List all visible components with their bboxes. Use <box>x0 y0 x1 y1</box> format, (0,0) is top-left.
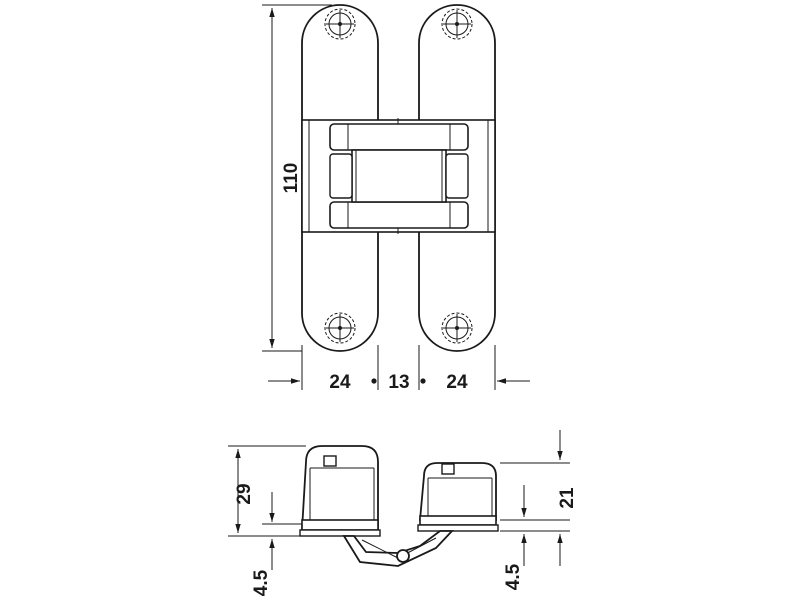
dimension-label-depth-right: 21 <box>557 487 578 509</box>
side-right-body <box>419 462 497 521</box>
hinge-linkage <box>342 530 455 567</box>
hinge-arm-block <box>351 149 447 203</box>
dimension-label-offset-right: 4.5 <box>503 563 524 590</box>
dimension-label-offset-left: 4.5 <box>251 569 272 596</box>
dimension-widths <box>268 345 530 390</box>
dimension-height <box>262 4 332 352</box>
hinge-side-view: 29 4.5 21 4.5 <box>228 430 578 596</box>
dimension-depth-right <box>500 430 570 566</box>
hinge-knuckle-top <box>329 123 469 151</box>
screw-hole-top-right <box>441 8 473 40</box>
hinge-front-view: 110 24 13 24 <box>262 4 530 393</box>
screw-hole-top-left <box>324 8 356 40</box>
hinge-knuckle-bottom <box>329 201 469 229</box>
dimension-depth-left <box>228 445 306 570</box>
screw-hole-bottom-left <box>324 312 356 344</box>
dimension-label-leaf-left: 24 <box>329 372 351 393</box>
dimension-label-depth-left: 29 <box>234 483 255 504</box>
dimension-label-gap: 13 <box>388 372 409 393</box>
screw-hole-bottom-right <box>441 312 473 344</box>
dimension-label-height: 110 <box>281 163 302 194</box>
side-left-body <box>301 445 379 531</box>
dimension-label-leaf-right: 24 <box>446 372 468 393</box>
